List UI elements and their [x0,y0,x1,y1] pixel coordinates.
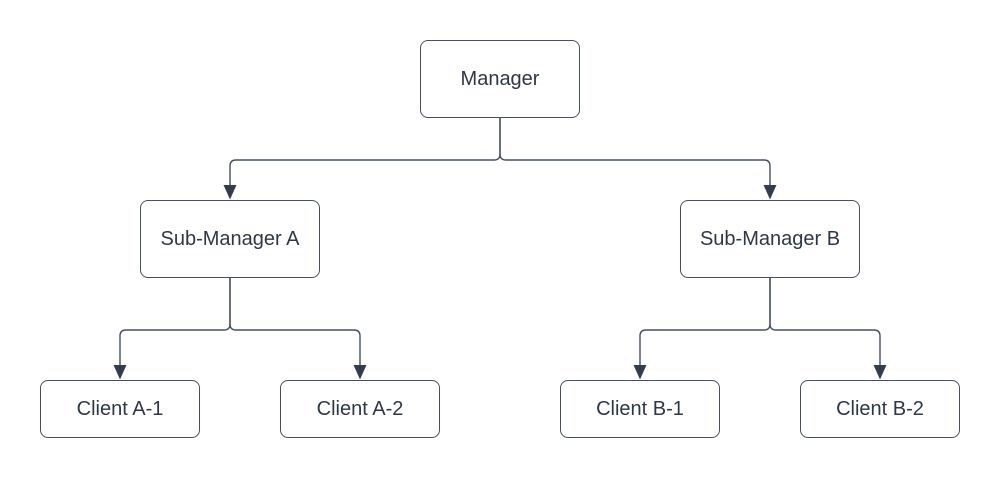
arrowhead-icon [763,185,777,200]
arrowhead-icon [353,365,367,380]
node-client-a2[interactable]: Client A-2 [280,380,440,438]
node-client-a1[interactable]: Client A-1 [40,380,200,438]
arrowhead-icon [113,365,127,380]
connector-manager-to-sub-manager-a[interactable] [223,118,501,200]
node-sub-manager-a-label: Sub-Manager A [160,228,300,250]
node-manager-label: Manager [460,68,540,90]
node-client-b2-label: Client B-2 [836,398,924,420]
node-client-b1-label: Client B-1 [596,398,684,420]
node-sub-manager-a[interactable]: Sub-Manager A [140,200,320,278]
connector-sub-manager-b-to-client-b1[interactable] [633,278,771,380]
arrowhead-icon [873,365,887,380]
node-client-b2[interactable]: Client B-2 [800,380,960,438]
node-client-b1[interactable]: Client B-1 [560,380,720,438]
connector-manager-to-sub-manager-b[interactable] [499,118,777,200]
node-manager[interactable]: Manager [420,40,580,118]
connector-sub-manager-a-to-client-a2[interactable] [229,278,367,380]
connector-sub-manager-b-to-client-b2[interactable] [769,278,887,380]
arrowhead-icon [633,365,647,380]
connector-sub-manager-a-to-client-a1[interactable] [113,278,231,380]
node-sub-manager-b[interactable]: Sub-Manager B [680,200,860,278]
arrowhead-icon [223,185,237,200]
node-sub-manager-b-label: Sub-Manager B [699,228,841,250]
node-client-a1-label: Client A-1 [76,398,164,420]
node-client-a2-label: Client A-2 [316,398,404,420]
